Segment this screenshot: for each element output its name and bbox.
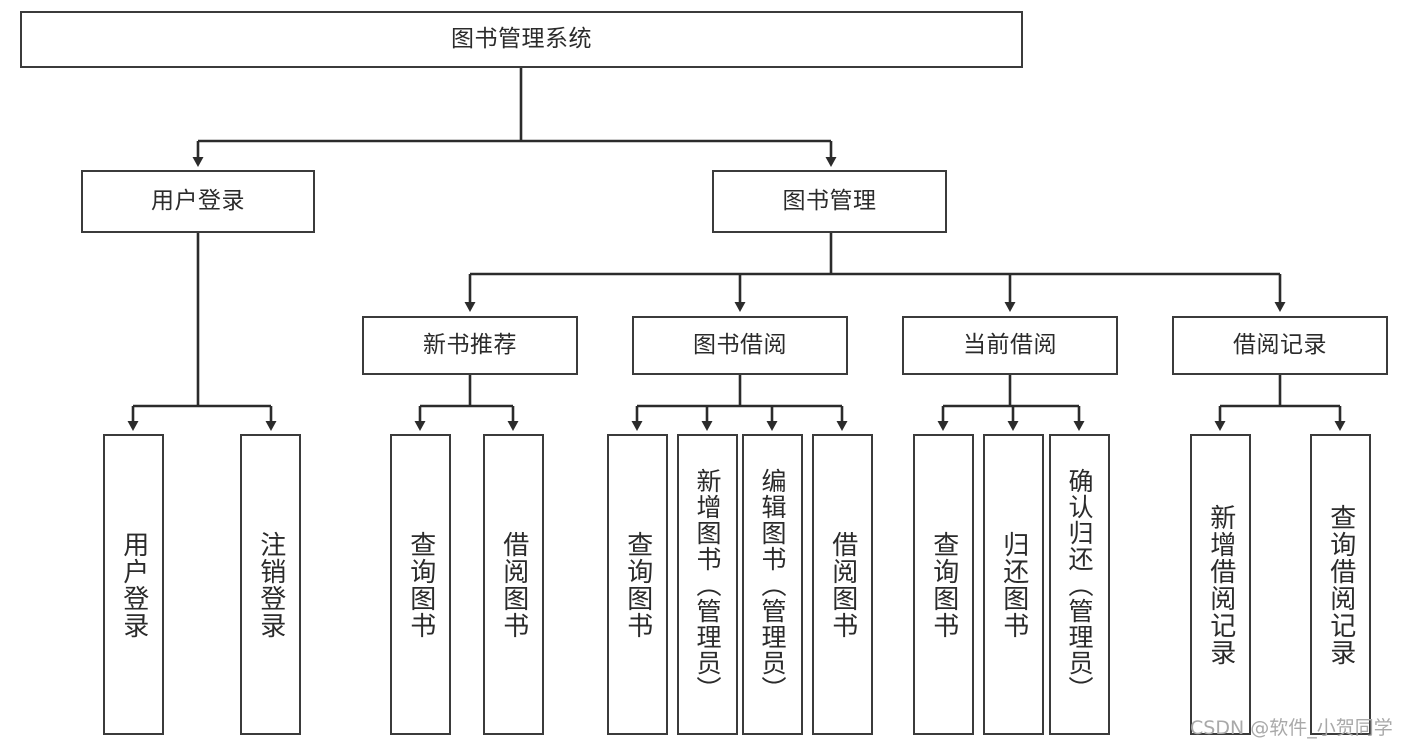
node-user-login[interactable]: 用户登录	[81, 170, 315, 233]
leaf-edit-book[interactable]: 编辑图书（管理员）	[742, 434, 803, 735]
leaf-user-login[interactable]: 用户登录	[103, 434, 164, 735]
leaf-edit-book-label: 编辑图书（管理员）	[758, 467, 787, 702]
node-book-borrow[interactable]: 图书借阅	[632, 316, 848, 375]
leaf-add-record-label: 新增借阅记录	[1205, 503, 1236, 666]
leaf-query-book-3[interactable]: 查询图书	[913, 434, 974, 735]
node-book-manage-label: 图书管理	[782, 187, 877, 214]
leaf-add-book-label: 新增图书（管理员）	[693, 467, 722, 702]
leaf-query-book-2-label: 查询图书	[622, 530, 653, 639]
leaf-logout[interactable]: 注销登录	[240, 434, 301, 735]
leaf-borrow-book-2-label: 借阅图书	[827, 530, 858, 639]
leaf-confirm-return[interactable]: 确认归还（管理员）	[1049, 434, 1110, 735]
leaf-borrow-book-2[interactable]: 借阅图书	[812, 434, 873, 735]
leaf-query-record-label: 查询借阅记录	[1325, 503, 1356, 666]
leaf-query-book-1-label: 查询图书	[405, 530, 436, 639]
node-root-label: 图书管理系统	[451, 25, 592, 52]
leaf-borrow-book-1-label: 借阅图书	[498, 530, 529, 639]
node-book-borrow-label: 图书借阅	[693, 331, 787, 358]
node-root[interactable]: 图书管理系统	[20, 11, 1023, 68]
leaf-return-book-label: 归还图书	[998, 530, 1029, 639]
node-new-book-rec-label: 新书推荐	[423, 331, 517, 358]
leaf-return-book[interactable]: 归还图书	[983, 434, 1044, 735]
leaf-add-record[interactable]: 新增借阅记录	[1190, 434, 1251, 735]
leaf-query-record[interactable]: 查询借阅记录	[1310, 434, 1371, 735]
node-new-book-rec[interactable]: 新书推荐	[362, 316, 578, 375]
node-borrow-record[interactable]: 借阅记录	[1172, 316, 1388, 375]
node-current-borrow-label: 当前借阅	[963, 331, 1057, 358]
leaf-logout-label: 注销登录	[255, 530, 286, 639]
csdn-watermark: CSDN @软件_小贺同学	[1190, 717, 1393, 739]
leaf-add-book[interactable]: 新增图书（管理员）	[677, 434, 738, 735]
node-borrow-record-label: 借阅记录	[1233, 331, 1327, 358]
node-current-borrow[interactable]: 当前借阅	[902, 316, 1118, 375]
leaf-confirm-return-label: 确认归还（管理员）	[1065, 467, 1094, 702]
leaf-query-book-3-label: 查询图书	[928, 530, 959, 639]
leaf-borrow-book-1[interactable]: 借阅图书	[483, 434, 544, 735]
leaf-user-login-label: 用户登录	[118, 530, 149, 639]
leaf-query-book-1[interactable]: 查询图书	[390, 434, 451, 735]
node-book-manage[interactable]: 图书管理	[712, 170, 947, 233]
node-user-login-label: 用户登录	[151, 187, 245, 214]
leaf-query-book-2[interactable]: 查询图书	[607, 434, 668, 735]
